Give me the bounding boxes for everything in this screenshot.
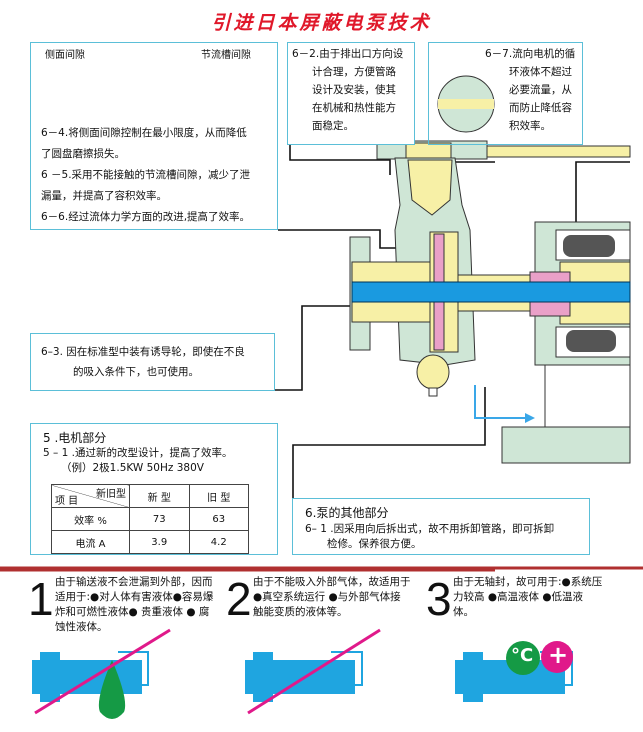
text-line: 而防止降低容 — [509, 102, 572, 114]
column-header: 新 型 — [129, 484, 190, 508]
cell: 3.9 — [129, 530, 190, 554]
cell: 电流 A — [51, 530, 130, 554]
text-line: 5 – 1 .通过新的改型设计，提高了效率。 — [43, 447, 233, 459]
shaft — [351, 281, 631, 303]
drain-chamber — [416, 354, 450, 390]
volute — [407, 159, 453, 216]
throttle-gap-label: 节流槽间隙 — [201, 50, 251, 61]
impeller-bottom — [433, 299, 445, 351]
cell: 63 — [188, 507, 249, 531]
text-line: （例）2极1.5KW 50Hz 380V — [61, 462, 204, 474]
text-line: 积效率。 — [509, 120, 551, 132]
cell: 73 — [129, 507, 190, 531]
text-line: 6 －5.采用不能接触的节流槽间隙，减少了泄 — [41, 169, 251, 181]
flow-arrow — [474, 385, 525, 419]
text-line: 面稳定。 — [312, 120, 354, 132]
text-line: 6－4.将侧面间隙控制在最小限度，从而降低 — [41, 127, 247, 139]
feature-text: 由于无轴封，故可用于:●系统压力较高 ●高温液体 ●低温液体。 — [453, 576, 603, 618]
text-line: 的吸入条件下，也可使用。 — [73, 366, 199, 378]
stator-winding-bottom — [566, 330, 616, 352]
temperature-icon: °C — [511, 645, 534, 666]
feature-text: 由于输送液不会泄漏到外部，因而适用于:●对人体有害液体●容易爆炸和可燃性液体● … — [55, 576, 214, 633]
no-air-intake-icon — [245, 628, 381, 715]
feature-text: 由于不能吸入外部气体，故适用于 ●真空系统运行 ●与外部气体接触能变质的液体等。 — [253, 576, 411, 618]
pressure-temperature-icon — [455, 641, 573, 702]
other-parts-box: 6.泵的其他部分 6– 1 .因采用向后拆出式，故不用拆卸管路，即可拆卸 检修。… — [292, 498, 590, 555]
text-line: 设计及安装，使其 — [312, 84, 396, 96]
motor-info-box: 5 .电机部分 5 – 1 .通过新的改型设计，提高了效率。 （例）2极1.5K… — [30, 423, 278, 555]
base — [501, 426, 631, 464]
no-leak-icon — [32, 628, 171, 719]
text-line: 6－2.由于排出口方向设 — [292, 48, 404, 60]
motor-heading: 5 .电机部分 — [43, 431, 107, 445]
corner-header: 项 目 — [55, 496, 79, 507]
outlet-info-box: 6－2.由于排出口方向设 计合理，方便管路 设计及安装，使其 在机械和热性能方 … — [287, 42, 415, 145]
stator-winding-top — [563, 235, 615, 257]
corner-header: 新旧型 — [96, 489, 126, 500]
feature-number: 3 — [426, 573, 452, 625]
text-line: 检修。保养很方便。 — [327, 538, 422, 550]
other-heading: 6.泵的其他部分 — [305, 506, 389, 520]
feature-number: 1 — [28, 573, 54, 625]
side-gap-label: 侧面间隙 — [45, 50, 85, 61]
cell: 4.2 — [188, 530, 249, 554]
text-line: 6– 1 .因采用向后拆出式，故不用拆卸管路，即可拆卸 — [305, 523, 555, 535]
cell: 效率 % — [51, 507, 130, 531]
text-line: 了圆盘磨擦损失。 — [41, 148, 125, 160]
text-line: 环液体不超过 — [509, 66, 572, 78]
impeller-top — [433, 233, 445, 285]
circulation-pipe — [486, 145, 631, 158]
column-header: 旧 型 — [188, 484, 249, 508]
inducer-info-box: 6–3. 因在标准型中装有诱导轮，即使在不良 的吸入条件下，也可使用。 — [30, 333, 275, 391]
feature-number: 2 — [226, 573, 252, 625]
text-line: 必要流量，从 — [509, 84, 572, 96]
text-line: 在机械和热性能方 — [312, 102, 396, 114]
text-line: 6－6.经过流体力学方面的改进,提高了效率。 — [41, 211, 251, 223]
text-line: 漏量，并提高了容积效率。 — [41, 190, 167, 202]
page-title: 引进日本屏蔽电泵技术 — [211, 12, 432, 34]
clearance-info-box: 侧面间隙 节流槽间隙 6－4.将侧面间隙控制在最小限度，从而降低 了圆盘磨擦损失… — [30, 42, 278, 230]
text-line: 计合理，方便管路 — [312, 66, 396, 78]
text-line: 6－7.流向电机的循 — [485, 48, 576, 60]
text-line: 6–3. 因在标准型中装有诱导轮，即使在不良 — [41, 346, 245, 358]
pressure-icon: + — [548, 641, 569, 669]
circulation-info-box: 6－7.流向电机的循 环液体不超过 必要流量，从 而防止降低容 积效率。 — [428, 42, 583, 145]
